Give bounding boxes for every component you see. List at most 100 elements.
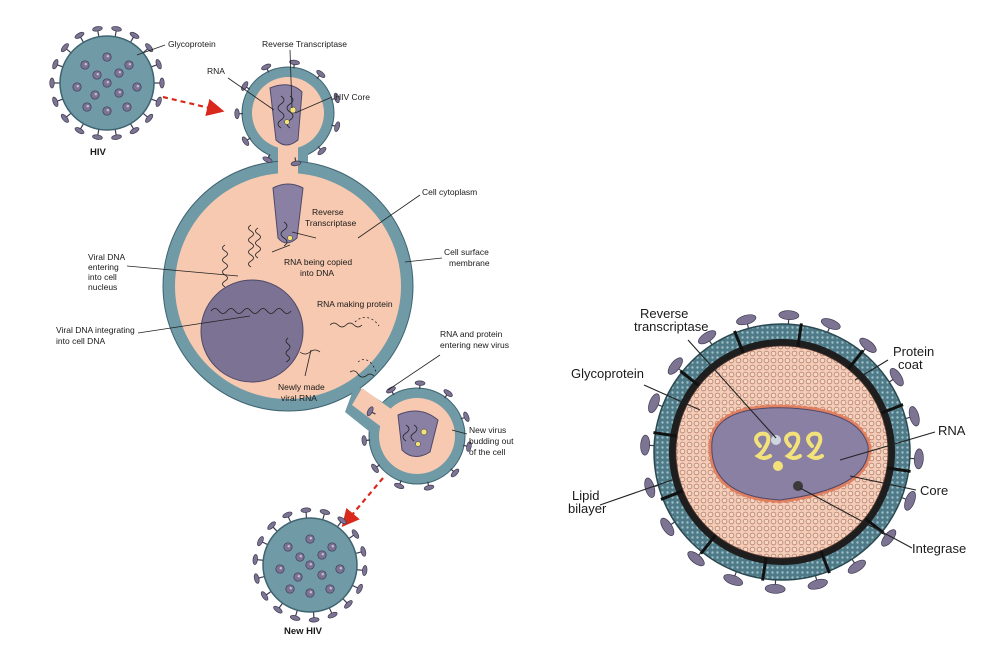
label-reverse-2: transcriptase [634,319,708,334]
glycoprotein-knob [415,381,425,386]
label-hiv: HIV [90,147,107,158]
label-reverse-mid-1: Reverse [312,207,344,217]
virion-knob-highlight [107,81,109,83]
label-reverse-mid-2: Transcriptase [305,218,356,228]
glycoprotein-knob [462,411,470,422]
label-rna: RNA [207,66,225,76]
virion-knob-highlight [87,105,89,107]
glycoprotein-knob [144,42,154,53]
glycoprotein-knob [820,316,842,332]
glycoprotein-knob [260,591,269,602]
label-rna-making-protein: RNA making protein [317,299,393,309]
glycoprotein-knob [301,508,311,513]
glycoprotein-knob [360,546,367,557]
label-rna-protein-entering-2: entering new virus [440,340,509,350]
glycoprotein-knob [50,78,55,88]
virion-knob-highlight [77,85,79,87]
glycoprotein-knob [394,482,405,490]
glycoprotein-knob [256,536,264,547]
virion-knob-highlight [332,545,334,547]
label-lipid-2: bilayer [568,501,607,516]
virion-knob-highlight [127,105,129,107]
label-rna-copied-2: into DNA [300,268,334,278]
glycoprotein-knob [282,511,293,519]
label-viral-dna-entering-4: nucleus [88,282,117,292]
virion-knob-highlight [85,63,87,65]
glycoprotein-knob [640,435,650,455]
hiv-structure-diagram: Reverse transcriptase Glycoprotein Prote… [568,306,966,594]
glycoprotein-knob [309,617,319,622]
virion-knob-highlight [310,591,312,593]
glycoprotein-knob [424,484,435,491]
virion-knob-highlight [322,573,324,575]
glycoprotein-knob [914,449,924,469]
virion-knob-highlight [310,537,312,539]
virion-knob-highlight [107,109,109,111]
glycoprotein-knob [337,516,348,525]
integrase-molecule [793,481,803,491]
label-cell-cytoplasm: Cell cytoplasm [422,187,477,197]
label-reverse-transcriptase-top: Reverse Transcriptase [262,39,347,49]
glycoprotein-knob [334,121,341,132]
glycoprotein-knob [129,31,140,40]
glycoprotein-knob [273,605,284,614]
glycoprotein-knob [722,572,744,588]
glycoprotein-knob [765,584,785,594]
virion-knob-highlight [310,563,312,565]
label-new-virus-budding-3: of the cell [469,447,505,457]
label-new-virus-budding-2: budding out [469,436,514,446]
rna-molecule [773,461,783,471]
glycoprotein-knob [92,26,103,32]
glycoprotein-knob [807,577,829,591]
glycoprotein-knob [111,134,122,140]
glycoprotein-knob [60,42,70,53]
label-glycoprotein: Glycoprotein [168,39,216,49]
glycoprotein-knob [902,490,918,512]
label-rna-copied-1: RNA being copied [284,257,352,267]
glycoprotein-knob [261,63,272,71]
label-cell-surface-2: membrane [449,258,490,268]
virion-knob-highlight [95,93,97,95]
label-glycoprotein-right: Glycoprotein [571,366,644,381]
glycoprotein-knob [253,554,258,564]
label-integrase: Integrase [912,541,966,556]
glycoprotein-knob [92,134,103,140]
label-viral-dna-integrating-1: Viral DNA integrating [56,325,135,335]
label-rna-right: RNA [938,423,966,438]
glycoprotein-knob [235,109,240,119]
label-cell-surface-1: Cell surface [444,247,489,257]
virion-knob-highlight [340,567,342,569]
glycoprotein-knob [290,614,301,621]
label-newly-made-2: viral RNA [281,393,317,403]
virion-knob-highlight [322,553,324,555]
virion-knob-highlight [300,555,302,557]
glycoprotein-knob [60,113,70,124]
glycoprotein-knob [362,435,367,445]
glycoprotein-knob [111,26,122,32]
label-rna-protein-entering-1: RNA and protein [440,329,503,339]
reverse-transcriptase-molecule [771,435,781,445]
virion-knob-highlight [129,63,131,65]
label-viral-dna-entering-3: into cell [88,272,117,282]
label-new-hiv: New HIV [284,626,323,637]
virion-knob-highlight [290,587,292,589]
glycoprotein-stalk [295,157,296,161]
label-core: Core [920,483,948,498]
glycoprotein-knob [907,405,921,427]
virion-knob-highlight [298,575,300,577]
hiv-lifecycle-diagram: Glycoprotein Reverse Transcriptase RNA H… [50,26,514,637]
glycoprotein-knob [160,78,165,88]
label-viral-dna-entering-2: entering [88,262,119,272]
virion-knob-highlight [280,567,282,569]
glycoprotein-knob [735,313,757,327]
glycoprotein-knob [51,96,59,107]
glycoprotein-knob [319,509,330,516]
virion-knob-highlight [97,73,99,75]
glycoprotein-knob [155,96,163,107]
glycoprotein-knob [327,611,338,619]
virion-knob-highlight [119,91,121,93]
cell-nucleus [201,280,303,382]
glycoprotein-knob [51,59,59,70]
glycoprotein-knob [351,529,360,540]
